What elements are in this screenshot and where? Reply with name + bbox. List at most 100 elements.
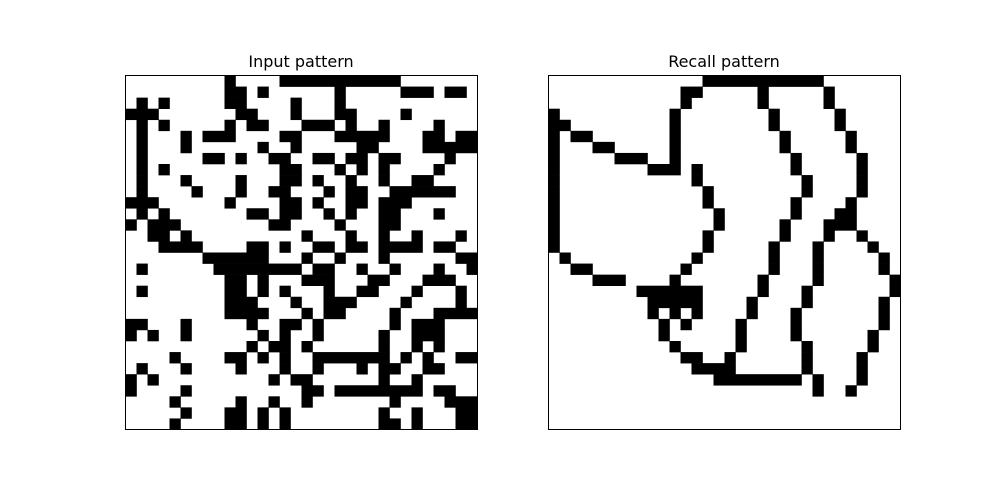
recall-pattern-cell — [757, 274, 769, 286]
input-pattern-cell — [180, 385, 192, 397]
input-pattern-cell — [268, 186, 291, 198]
recall-pattern-cell — [636, 285, 703, 298]
recall-pattern-cell — [878, 318, 890, 331]
input-pattern-cell — [158, 164, 170, 176]
input-pattern-cell — [169, 352, 181, 364]
input-pattern-cell — [345, 175, 357, 187]
recall-pattern-cell — [867, 241, 879, 253]
recall-pattern-cell — [669, 307, 681, 320]
input-pattern-cell — [290, 108, 302, 121]
input-pattern-cell — [268, 341, 291, 353]
input-pattern-cell — [257, 86, 269, 98]
input-pattern-cell — [147, 219, 181, 231]
input-pattern-cell — [433, 307, 478, 320]
recall-pattern-cell — [614, 152, 648, 165]
recall-pattern-cell — [702, 75, 824, 87]
input-pattern-cell — [279, 407, 291, 419]
input-pattern-cell — [202, 130, 236, 143]
input-pattern-cell — [334, 385, 412, 397]
recall-pattern-cell — [647, 164, 681, 176]
input-pattern-cell — [136, 363, 148, 375]
recall-pattern-cell — [570, 263, 593, 275]
input-pattern-cell — [224, 285, 247, 298]
recall-pattern-cell — [548, 241, 560, 253]
input-pattern-cell — [158, 208, 170, 220]
input-pattern-cell — [158, 241, 203, 253]
recall-pattern-cell — [592, 274, 626, 286]
recall-pattern-cell — [856, 230, 868, 242]
recall-pattern-cell — [790, 164, 802, 176]
input-pattern-grid — [125, 75, 478, 430]
input-pattern-cell — [411, 341, 423, 353]
recall-pattern-cell — [680, 352, 703, 364]
input-pattern-cell — [136, 175, 148, 187]
input-pattern-cell — [136, 285, 148, 298]
recall-pattern-cell — [669, 108, 681, 121]
input-pattern-cell — [378, 197, 412, 209]
input-pattern-cell — [356, 130, 368, 143]
input-pattern-cell — [455, 418, 478, 430]
recall-pattern-cell — [834, 208, 857, 220]
recall-pattern-cell — [856, 175, 868, 187]
input-pattern-cell — [356, 164, 368, 176]
input-pattern-cell — [433, 208, 445, 220]
recall-pattern-cell — [691, 175, 703, 187]
recall-pattern-cell — [702, 230, 714, 242]
recall-pattern-cell — [702, 197, 714, 209]
recall-pattern-cell — [647, 296, 703, 309]
input-pattern-cell — [312, 241, 335, 253]
input-pattern-cell — [224, 307, 258, 320]
input-pattern-cell — [136, 119, 148, 132]
input-pattern-cell — [422, 141, 456, 154]
recall-pattern-cell — [801, 186, 813, 198]
input-pattern-cell — [367, 274, 390, 286]
input-pattern-cell — [455, 252, 478, 264]
input-pattern-cell — [268, 396, 280, 408]
recall-pattern-cell — [735, 329, 747, 342]
input-pattern-cell — [378, 329, 390, 342]
recall-pattern-cell — [856, 352, 868, 364]
input-pattern-cell — [312, 318, 324, 331]
input-pattern-cell — [455, 141, 478, 154]
input-pattern-cell — [411, 318, 445, 331]
recall-pattern-cell — [812, 252, 824, 264]
input-pattern-cell — [180, 363, 192, 375]
input-pattern-cell — [356, 141, 379, 154]
input-pattern-cell — [158, 97, 170, 109]
recall-pattern-cell — [889, 285, 901, 298]
input-pattern-cell — [147, 230, 170, 242]
input-pattern-cell — [389, 318, 401, 331]
recall-pattern-cell — [735, 318, 747, 331]
recall-pattern-cell — [801, 352, 813, 364]
recall-pattern-cell — [779, 130, 791, 143]
recall-pattern-cell — [548, 175, 560, 187]
recall-pattern-cell — [592, 141, 615, 154]
recall-pattern-cell — [790, 152, 802, 165]
input-pattern-cell — [125, 374, 137, 386]
recall-pattern-cell — [548, 230, 560, 242]
input-pattern-cell — [378, 407, 390, 419]
input-pattern-cell — [378, 363, 401, 375]
recall-pattern-cell — [570, 130, 593, 143]
input-pattern-cell — [378, 241, 423, 253]
recall-pattern-cell — [845, 130, 857, 143]
recall-pattern-cell — [768, 263, 780, 275]
input-pattern-cell — [400, 296, 412, 309]
recall-pattern-cell — [801, 363, 813, 375]
input-pattern-cell — [323, 307, 346, 320]
input-pattern-cell — [125, 108, 159, 121]
recall-pattern-cell — [548, 119, 571, 132]
input-pattern-cell — [235, 396, 247, 408]
recall-pattern-cell — [724, 352, 736, 364]
recall-pattern-cell — [680, 97, 692, 109]
recall-pattern-cell — [812, 263, 824, 275]
input-pattern-cell — [422, 274, 456, 286]
recall-pattern-cell — [845, 197, 857, 209]
recall-pattern-cell — [691, 363, 725, 375]
input-pattern-cell — [224, 418, 247, 430]
input-pattern-cell — [378, 208, 401, 220]
recall-pattern-cell — [669, 130, 681, 143]
input-pattern-cell — [279, 75, 401, 87]
input-pattern-cell — [301, 274, 335, 286]
input-pattern-cell — [455, 130, 478, 143]
